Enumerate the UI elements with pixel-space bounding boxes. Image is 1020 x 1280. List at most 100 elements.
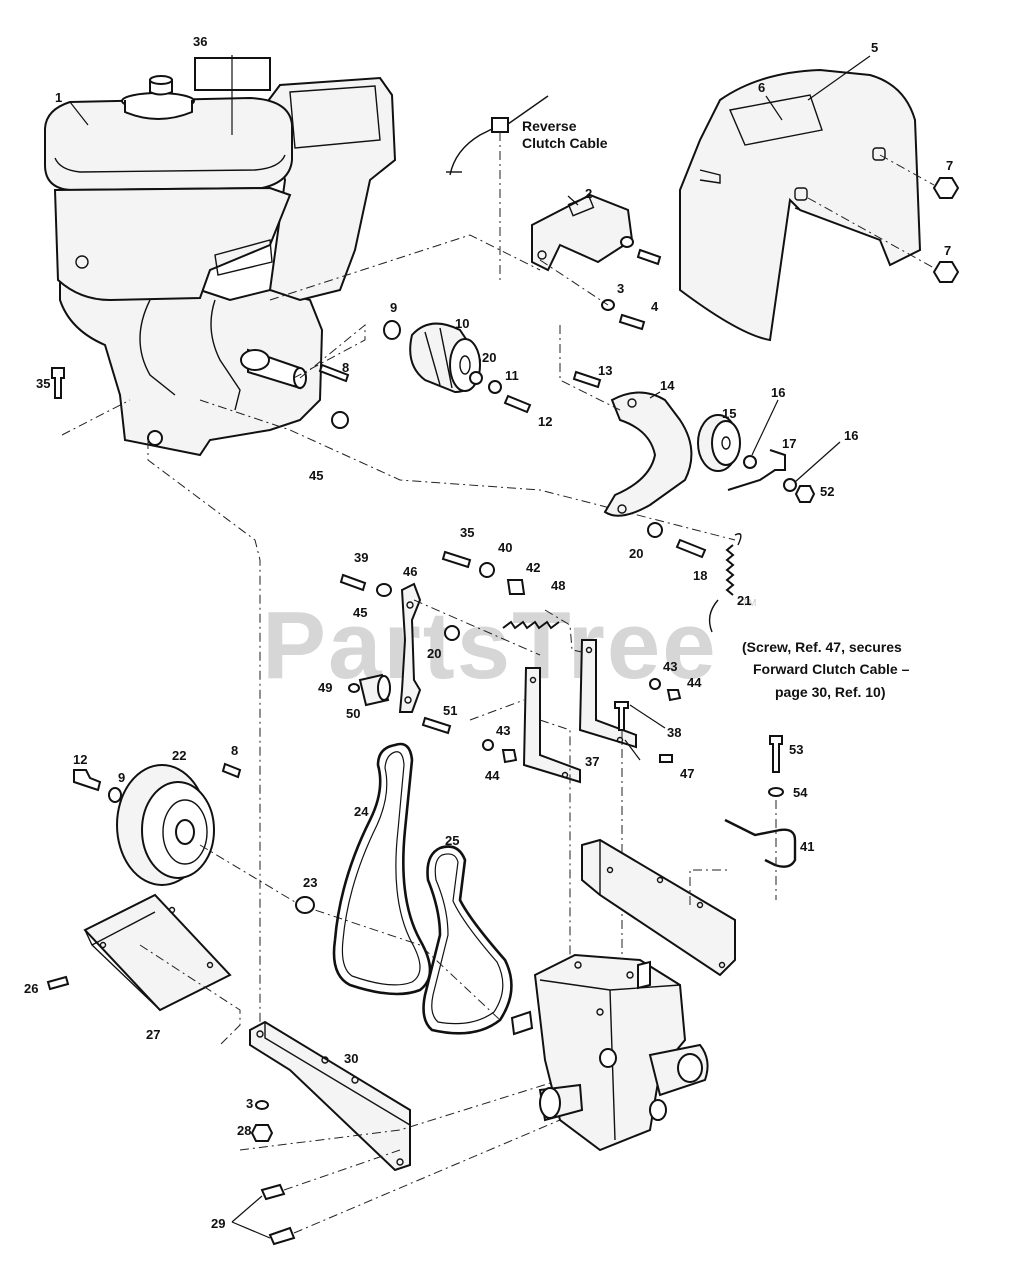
bolt-53 bbox=[769, 735, 783, 773]
spacer-42 bbox=[506, 579, 526, 595]
note-reverse-clutch-cable-1: Reverse bbox=[522, 118, 577, 134]
callout-14: 14 bbox=[660, 378, 675, 393]
callout-50: 50 bbox=[346, 706, 360, 721]
callout-45: 45 bbox=[309, 468, 323, 483]
callout-11: 11 bbox=[505, 368, 519, 383]
screw-26 bbox=[46, 975, 70, 991]
callout-21: 21 bbox=[737, 593, 751, 608]
bolt-13 bbox=[572, 370, 602, 389]
washer-49 bbox=[348, 683, 360, 693]
washer-43 bbox=[649, 678, 661, 690]
engine bbox=[44, 75, 397, 457]
watermark: PartsTree bbox=[262, 592, 718, 699]
bolt-35 bbox=[51, 367, 65, 399]
callout-13: 13 bbox=[598, 363, 612, 378]
nut-7-lower bbox=[932, 261, 960, 283]
callout-18: 18 bbox=[693, 568, 707, 583]
frame-bracket-right bbox=[581, 838, 736, 977]
washer-11 bbox=[488, 380, 502, 394]
bolt-4-lower bbox=[618, 313, 646, 331]
screw-47 bbox=[659, 754, 673, 763]
callout-5: 5 bbox=[871, 40, 878, 55]
bolt-51 bbox=[421, 716, 452, 735]
belt-25 bbox=[422, 845, 513, 1035]
nut-7-upper bbox=[932, 177, 960, 199]
callout-8b: 8 bbox=[231, 743, 238, 758]
callout-35: 35 bbox=[36, 376, 50, 391]
callout-22: 22 bbox=[172, 748, 186, 763]
callout-1: 1 bbox=[55, 90, 62, 105]
bolt-35-mid bbox=[441, 550, 472, 569]
washer-9 bbox=[383, 320, 401, 340]
note-screw-2: Forward Clutch Cable – bbox=[753, 661, 910, 677]
nut-52 bbox=[794, 485, 816, 503]
callout-30: 30 bbox=[344, 1051, 358, 1066]
callout-48: 48 bbox=[551, 578, 565, 593]
washer-9b bbox=[108, 787, 122, 803]
washer-20c bbox=[444, 625, 460, 641]
washer-16 bbox=[743, 455, 757, 469]
clip-17 bbox=[727, 449, 786, 491]
callout-39: 39 bbox=[354, 550, 368, 565]
callout-20: 20 bbox=[482, 350, 496, 365]
callout-27: 27 bbox=[146, 1027, 160, 1042]
callout-51: 51 bbox=[443, 703, 457, 718]
callout-16b: 16 bbox=[844, 428, 858, 443]
callout-29: 29 bbox=[211, 1216, 225, 1231]
callout-9: 9 bbox=[390, 300, 397, 315]
callout-12b: 12 bbox=[73, 752, 87, 767]
nut-28 bbox=[250, 1124, 274, 1142]
washer-54 bbox=[768, 787, 784, 797]
callout-44b: 44 bbox=[485, 768, 500, 783]
note-reverse-clutch-cable-2: Clutch Cable bbox=[522, 135, 608, 151]
bolt-12b bbox=[73, 769, 102, 792]
idler-bracket-14 bbox=[603, 391, 693, 517]
spring-48 bbox=[502, 620, 560, 630]
callout-12: 12 bbox=[538, 414, 552, 429]
callout-52: 52 bbox=[820, 484, 834, 499]
callout-38: 38 bbox=[667, 725, 681, 740]
washer-45b bbox=[376, 583, 392, 597]
callout-24: 24 bbox=[354, 804, 369, 819]
callout-42: 42 bbox=[526, 560, 540, 575]
note-screw-3: page 30, Ref. 10) bbox=[775, 684, 886, 700]
callout-46: 46 bbox=[403, 564, 417, 579]
washer-23 bbox=[295, 896, 315, 914]
callout-49: 49 bbox=[318, 680, 332, 695]
callout-7-upper: 7 bbox=[946, 158, 953, 173]
bracket-46 bbox=[398, 582, 422, 713]
plate-27 bbox=[83, 893, 232, 1012]
callout-17: 17 bbox=[782, 436, 796, 451]
callout-20b: 20 bbox=[629, 546, 643, 561]
key-8 bbox=[318, 363, 350, 383]
washer-3 bbox=[620, 236, 634, 248]
washer-3b bbox=[255, 1100, 269, 1110]
nut-44b bbox=[501, 749, 518, 764]
callout-2: 2 bbox=[585, 186, 592, 201]
callout-45b: 45 bbox=[353, 605, 367, 620]
bolt-29-lower bbox=[268, 1226, 296, 1246]
callout-41: 41 bbox=[800, 839, 814, 854]
bolt-12 bbox=[503, 394, 532, 414]
callout-36: 36 bbox=[193, 34, 207, 49]
reverse-clutch-cable bbox=[446, 95, 549, 280]
bracket-38 bbox=[578, 639, 637, 749]
callout-20c: 20 bbox=[427, 646, 441, 661]
bracket-2 bbox=[531, 193, 634, 272]
belt-24 bbox=[332, 742, 432, 996]
belt-cover bbox=[679, 68, 922, 342]
bracket-37 bbox=[522, 667, 581, 784]
callout-16: 16 bbox=[771, 385, 785, 400]
callout-15: 15 bbox=[722, 406, 736, 421]
note-screw-1: (Screw, Ref. 47, secures bbox=[742, 639, 902, 655]
callout-23: 23 bbox=[303, 875, 317, 890]
callout-40: 40 bbox=[498, 540, 512, 555]
callout-43b: 43 bbox=[496, 723, 510, 738]
key-8b bbox=[221, 762, 242, 779]
callout-54: 54 bbox=[793, 785, 808, 800]
callout-3: 3 bbox=[617, 281, 624, 296]
transmission bbox=[510, 953, 709, 1152]
washer-20b bbox=[647, 522, 663, 538]
callout-28: 28 bbox=[237, 1123, 251, 1138]
